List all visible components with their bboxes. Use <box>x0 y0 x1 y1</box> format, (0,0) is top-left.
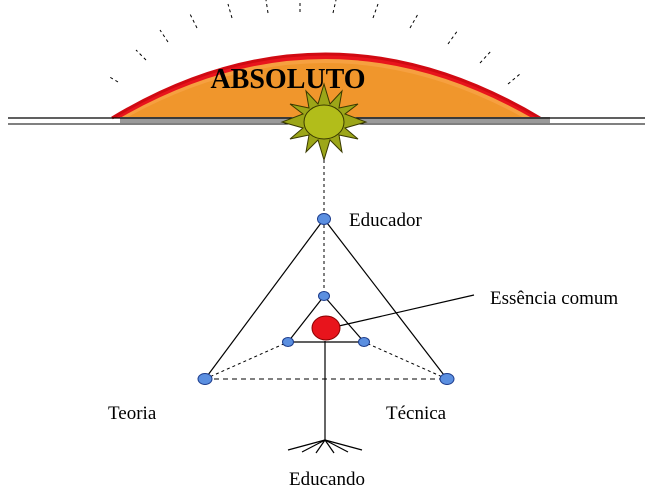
label-teoria: Teoria <box>108 403 157 424</box>
essencia-circle <box>312 316 340 340</box>
educando-stem <box>288 341 362 453</box>
label-tecnica: Técnica <box>386 403 447 424</box>
node-educador <box>318 214 331 225</box>
node-inner-right <box>359 338 370 347</box>
label-educando: Educando <box>289 469 365 490</box>
node-inner-top <box>319 292 330 301</box>
node-inner-left <box>283 338 294 347</box>
essencia-pointer <box>330 295 474 328</box>
node-tecnica <box>440 374 454 385</box>
node-teoria <box>198 374 212 385</box>
diagram-nodes <box>198 214 454 385</box>
label-essencia: Essência comum <box>490 288 618 309</box>
label-educador: Educador <box>349 210 422 231</box>
